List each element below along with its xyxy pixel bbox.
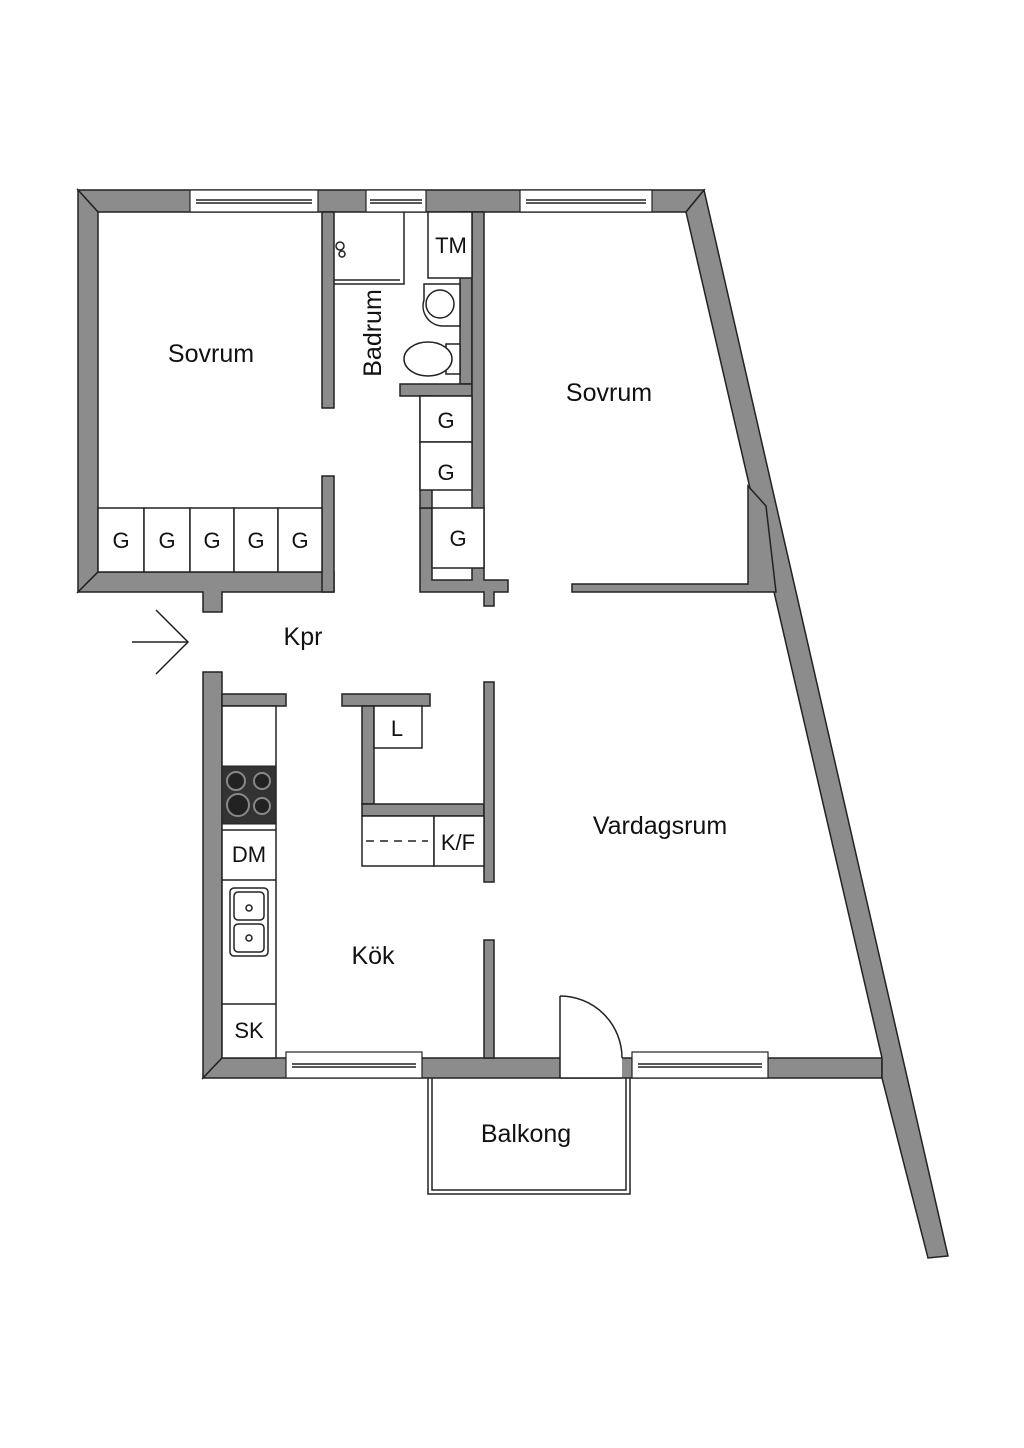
room-label-sovrum-left: Sovrum [168,340,254,368]
shower-icon [335,241,346,258]
room-label-badrum: Badrum [359,289,387,377]
fridge-freezer-label: K/F [441,830,475,855]
cabinet-label: SK [234,1018,264,1043]
washer-label: TM [435,233,467,258]
room-label-sovrum-right: Sovrum [566,379,652,407]
door-swing-icon [559,995,623,1079]
wardrobe-label: G [247,528,264,553]
wardrobe-label: G [158,528,175,553]
room-labels: Sovrum Sovrum Badrum Kpr Vardagsrum Kök … [168,289,727,1148]
room-label-kok: Kök [351,942,395,970]
wardrobes [97,395,485,573]
windows [189,189,769,1079]
room-label-vardagsrum: Vardagsrum [593,812,727,840]
dishwasher-label: DM [232,842,266,867]
wardrobe-label: G [437,408,454,433]
wardrobe-label: G [291,528,308,553]
stove-icon [221,765,277,825]
bathroom-fixtures [334,211,473,377]
arrow-right-icon [132,609,190,675]
room-label-kpr: Kpr [284,623,323,651]
wardrobe-label: G [437,460,454,485]
storage-units [361,705,485,867]
wardrobe-label: G [203,528,220,553]
balcony [427,1078,631,1195]
wardrobe-label: G [449,526,466,551]
kitchen-counter [221,705,277,1059]
linen-label: L [391,716,403,741]
unit-labels: G G G G G G G G TM L K/F DM SK [112,233,475,1043]
washbasin-icon [422,283,461,327]
wardrobe-label: G [112,528,129,553]
sink-icon [229,887,269,957]
toilet-icon [403,341,461,377]
room-label-balkong: Balkong [481,1120,571,1148]
